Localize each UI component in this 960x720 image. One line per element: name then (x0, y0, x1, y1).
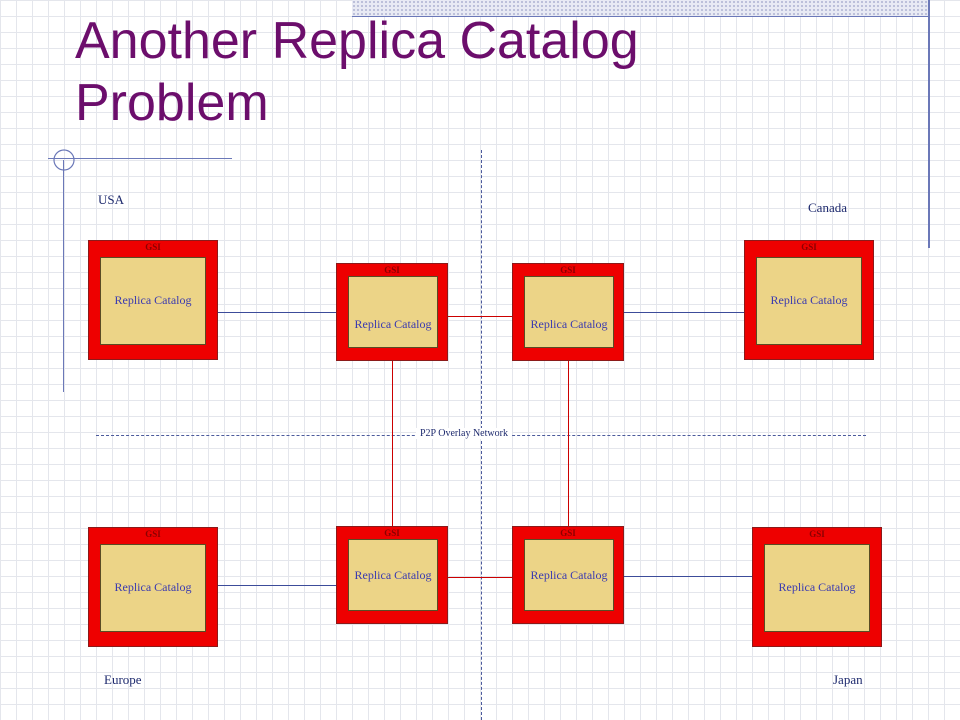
replica-catalog-box: Replica Catalog (348, 276, 438, 348)
link-europe (216, 585, 336, 586)
decorative-under-title-line (48, 158, 232, 159)
node-tag-text: GSI (145, 242, 161, 252)
decorative-right-line (928, 0, 930, 248)
p2p-overlay-label: P2P Overlay Network (416, 428, 512, 439)
node-tag-text: GSI (809, 529, 825, 539)
replica-catalog-label: Replica Catalog (530, 568, 608, 582)
region-label-japan: Japan (833, 672, 863, 687)
region-label-canada: Canada (808, 200, 847, 215)
replica-catalog-node-canada-peer: GSI Replica Catalog (512, 263, 624, 361)
link-overlay-top (448, 316, 512, 317)
link-overlay-right (568, 360, 569, 526)
link-canada (624, 312, 744, 313)
replica-catalog-box: Replica Catalog (524, 276, 614, 348)
replica-catalog-label: Replica Catalog (114, 293, 192, 307)
decorative-left-line (63, 160, 64, 392)
link-usa (216, 312, 336, 313)
node-tag-text: GSI (560, 528, 576, 538)
replica-catalog-box: Replica Catalog (100, 544, 206, 632)
replica-catalog-label: Replica Catalog (354, 317, 432, 331)
replica-catalog-box: Replica Catalog (756, 257, 862, 345)
replica-catalog-label: Replica Catalog (770, 293, 848, 307)
replica-catalog-node-europe-peer: GSI Replica Catalog (336, 526, 448, 624)
link-overlay-bottom (448, 577, 512, 578)
node-tag-text: GSI (560, 265, 576, 275)
replica-catalog-label: Replica Catalog (354, 568, 432, 582)
replica-catalog-label: Replica Catalog (530, 317, 608, 331)
region-label-europe: Europe (104, 672, 142, 687)
replica-catalog-node-europe: GSI Replica Catalog (88, 527, 218, 647)
replica-catalog-node-usa: GSI Replica Catalog (88, 240, 218, 360)
replica-catalog-node-japan: GSI Replica Catalog (752, 527, 882, 647)
node-tag-text: GSI (801, 242, 817, 252)
replica-catalog-node-usa-peer: GSI Replica Catalog (336, 263, 448, 361)
decorative-pattern (352, 0, 928, 16)
slide-title: Another Replica Catalog Problem (75, 12, 639, 132)
node-tag-text: GSI (384, 265, 400, 275)
region-label-usa: USA (98, 192, 125, 207)
link-overlay-left (392, 360, 393, 526)
replica-catalog-node-canada: GSI Replica Catalog (744, 240, 874, 360)
replica-catalog-node-japan-peer: GSI Replica Catalog (512, 526, 624, 624)
replica-catalog-box: Replica Catalog (100, 257, 206, 345)
decorative-top-line (352, 16, 928, 17)
link-japan (624, 576, 752, 577)
replica-catalog-label: Replica Catalog (778, 580, 856, 594)
node-tag-text: GSI (384, 528, 400, 538)
replica-catalog-box: Replica Catalog (764, 544, 870, 632)
replica-catalog-label: Replica Catalog (114, 580, 192, 594)
node-tag-text: GSI (145, 529, 161, 539)
replica-catalog-box: Replica Catalog (524, 539, 614, 611)
replica-catalog-box: Replica Catalog (348, 539, 438, 611)
crosshair-ornament (53, 149, 75, 171)
